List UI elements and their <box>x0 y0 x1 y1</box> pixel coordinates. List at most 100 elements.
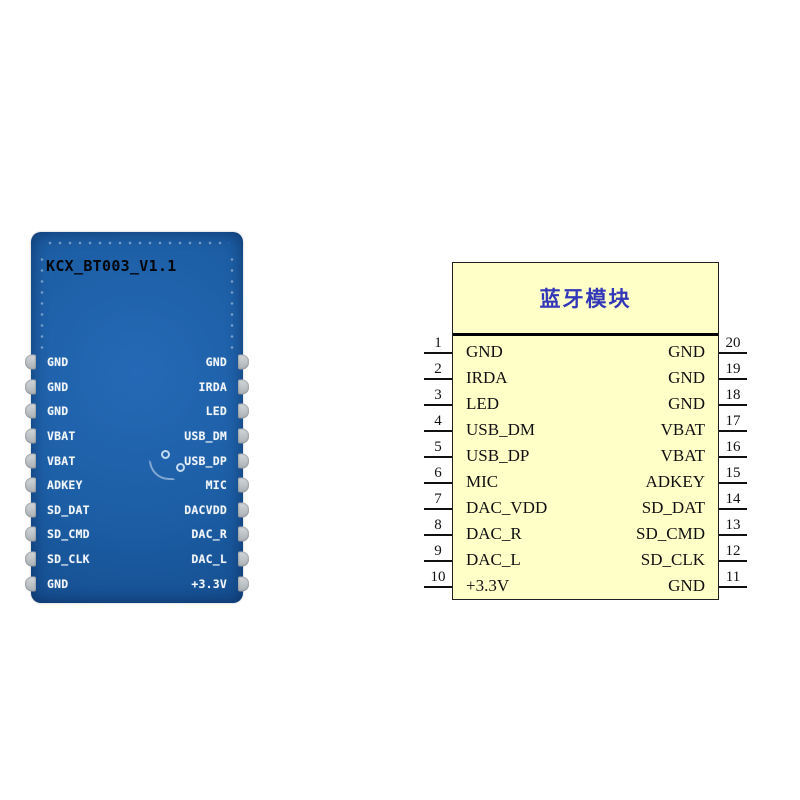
pin-line <box>424 352 452 354</box>
schematic-row: 2 IRDA GND 19 <box>424 362 747 391</box>
pin-line <box>719 404 747 406</box>
pin-line <box>424 456 452 458</box>
pin-number: 18 <box>725 387 741 403</box>
schematic-row: 10 +3.3V GND 11 <box>424 570 747 599</box>
pin-stub-right: 19 <box>719 361 747 391</box>
schematic-row: 1 GND GND 20 <box>424 336 747 365</box>
pin-label-left: IRDA <box>466 368 508 387</box>
pin-number: 14 <box>725 491 741 507</box>
pin-number: 8 <box>434 517 442 533</box>
pin-number: 16 <box>725 439 741 455</box>
pcb-pin-label-right: DAC_L <box>191 552 227 567</box>
pin-stub-left: 6 <box>424 466 452 495</box>
pcb-pin-label-left: GND <box>47 355 69 370</box>
pin-line <box>424 508 452 510</box>
pin-stub-right: 15 <box>719 465 747 495</box>
pcb-pin-label-right: DACVDD <box>184 502 227 517</box>
pin-stub-right: 16 <box>719 439 747 469</box>
pin-label-left: USB_DP <box>466 446 530 465</box>
pin-stub-left: 7 <box>424 491 452 521</box>
schematic-row: 4 USB_DM VBAT 17 <box>424 414 747 443</box>
pin-stub-right: 13 <box>719 518 747 547</box>
castellation-pad-right <box>238 526 249 542</box>
pin-line <box>719 482 747 484</box>
castellation-pad-left <box>25 379 36 395</box>
pcb-pin-label-left: GND <box>47 576 69 591</box>
pcb-pin-label-left: SD_CLK <box>47 552 90 567</box>
schematic-row: 6 MIC ADKEY 15 <box>424 466 747 495</box>
pcb-pin-label-left: GND <box>47 404 69 419</box>
pin-label-right: GND <box>668 394 705 413</box>
pin-number: 7 <box>434 491 442 507</box>
castellation-pad-left <box>25 502 36 518</box>
via-dots-top <box>45 239 229 247</box>
pin-line <box>424 378 452 380</box>
pin-number: 17 <box>725 413 741 429</box>
pcb-pin-label-right: USB_DM <box>184 429 227 444</box>
pin-line <box>424 482 452 484</box>
pin-number: 3 <box>434 387 442 403</box>
via-ring <box>161 450 170 459</box>
pin-label-right: VBAT <box>660 446 705 465</box>
pin-line <box>719 560 747 562</box>
pcb-pin-label-right: GND <box>205 355 227 370</box>
castellation-pad-right <box>238 502 249 518</box>
via-dots-left <box>38 254 46 354</box>
castellation-pad-left <box>25 551 36 567</box>
castellation-pad-right <box>238 453 249 469</box>
pin-line <box>424 404 452 406</box>
pcb-pin-label-right: USB_DP <box>184 453 227 468</box>
castellation-pad-right <box>238 551 249 567</box>
castellation-pad-left <box>25 354 36 370</box>
pcb-pin-rows: GND GND GND IRDA GND LED VBAT USB_DM <box>25 350 249 596</box>
castellation-pad-left <box>25 526 36 542</box>
pin-label-left: DAC_VDD <box>466 498 548 517</box>
pin-line <box>424 586 452 588</box>
pin-number: 19 <box>725 361 741 377</box>
pin-number: 20 <box>725 335 741 351</box>
pcb-pin-label-left: VBAT <box>47 453 76 468</box>
pcb-pin-row: SD_CLK DAC_L <box>25 547 249 572</box>
pin-label-left: GND <box>466 342 503 361</box>
pin-number: 4 <box>434 413 442 429</box>
castellation-pad-left <box>25 453 36 469</box>
pin-label-right: ADKEY <box>645 472 706 491</box>
pin-stub-left: 2 <box>424 362 452 391</box>
pin-line <box>719 352 747 354</box>
pin-stub-left: 3 <box>424 387 452 417</box>
pin-label-right: GND <box>668 342 705 361</box>
pcb-pin-row: SD_DAT DACVDD <box>25 498 249 523</box>
pcb-pin-label-left: VBAT <box>47 429 76 444</box>
pcb-pin-row: ADKEY MIC <box>25 473 249 498</box>
pinout-diagram: 蓝牙模块 1 GND GND 20 2 IRDA <box>424 262 747 600</box>
pin-stub-left: 5 <box>424 440 452 469</box>
pin-line <box>719 456 747 458</box>
castellation-pad-left <box>25 477 36 493</box>
pin-number: 10 <box>430 569 446 585</box>
pin-label-left: USB_DM <box>466 420 535 439</box>
pin-stub-left: 8 <box>424 517 452 547</box>
pin-label-left: DAC_L <box>466 550 521 569</box>
pcb-pin-row: GND GND <box>25 350 249 375</box>
castellation-pad-right <box>238 403 249 419</box>
pin-number: 12 <box>725 543 741 559</box>
pin-stub-right: 14 <box>719 491 747 521</box>
pin-line <box>719 508 747 510</box>
via-dots-right <box>228 254 236 354</box>
pin-label-right: GND <box>668 576 705 595</box>
pin-line <box>719 378 747 380</box>
pcb-module: KCX_BT003_V1.1 GND GND GND IRDA GND <box>25 232 249 603</box>
schematic-title: 蓝牙模块 <box>539 288 632 311</box>
pin-stub-left: 10 <box>424 569 452 599</box>
pin-label-left: +3.3V <box>466 576 510 595</box>
pin-stub-left: 9 <box>424 544 452 573</box>
pin-number: 15 <box>725 465 741 481</box>
pcb-pin-row: GND LED <box>25 399 249 424</box>
pin-label-right: SD_CLK <box>640 550 705 569</box>
castellation-pad-right <box>238 477 249 493</box>
pcb-pin-row: GND IRDA <box>25 375 249 400</box>
pcb-pin-label-right: LED <box>205 404 227 419</box>
pcb-pin-row: VBAT USB_DP <box>25 448 249 473</box>
pin-label-left: MIC <box>466 472 499 491</box>
